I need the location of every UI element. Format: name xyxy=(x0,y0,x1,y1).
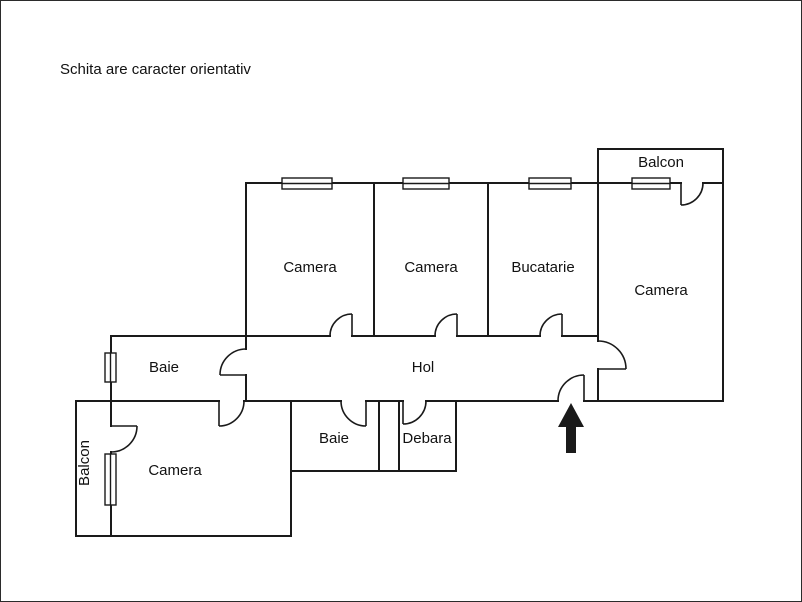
room-label-balcon-top: Balcon xyxy=(638,154,684,171)
door-camera1 xyxy=(329,313,353,337)
door-camera2 xyxy=(434,313,458,337)
room-label-baie-left: Baie xyxy=(149,359,179,376)
room-label-balcon-bottom: Balcon xyxy=(76,440,93,486)
door-balcon-top xyxy=(680,182,704,206)
walls-group xyxy=(75,148,724,537)
page-title: Schita are caracter orientativ xyxy=(60,61,251,78)
door-camera-bottom xyxy=(218,400,245,427)
windows-group xyxy=(104,177,671,506)
room-label-camera-right: Camera xyxy=(634,282,688,299)
room-label-camera-bottom: Camera xyxy=(148,462,202,479)
room-label-bucatarie: Bucatarie xyxy=(511,259,574,276)
door-baie-bottom xyxy=(340,400,367,427)
door-baie-left xyxy=(219,348,247,376)
room-label-camera-top-1: Camera xyxy=(283,259,337,276)
door-camera-right xyxy=(597,340,627,370)
door-balcon-bottom xyxy=(110,425,138,453)
room-label-hol: Hol xyxy=(412,359,435,376)
room-labels-group: Camera Camera Bucatarie Balcon Camera Ba… xyxy=(76,154,688,486)
room-label-camera-top-2: Camera xyxy=(404,259,458,276)
room-label-baie-bottom: Baie xyxy=(319,430,349,447)
entrance-arrow-icon xyxy=(558,403,584,453)
door-entrance xyxy=(557,374,585,402)
doors-group xyxy=(110,182,704,453)
room-label-debara: Debara xyxy=(402,430,452,447)
door-bucatarie xyxy=(539,313,563,337)
door-debara xyxy=(402,400,427,425)
